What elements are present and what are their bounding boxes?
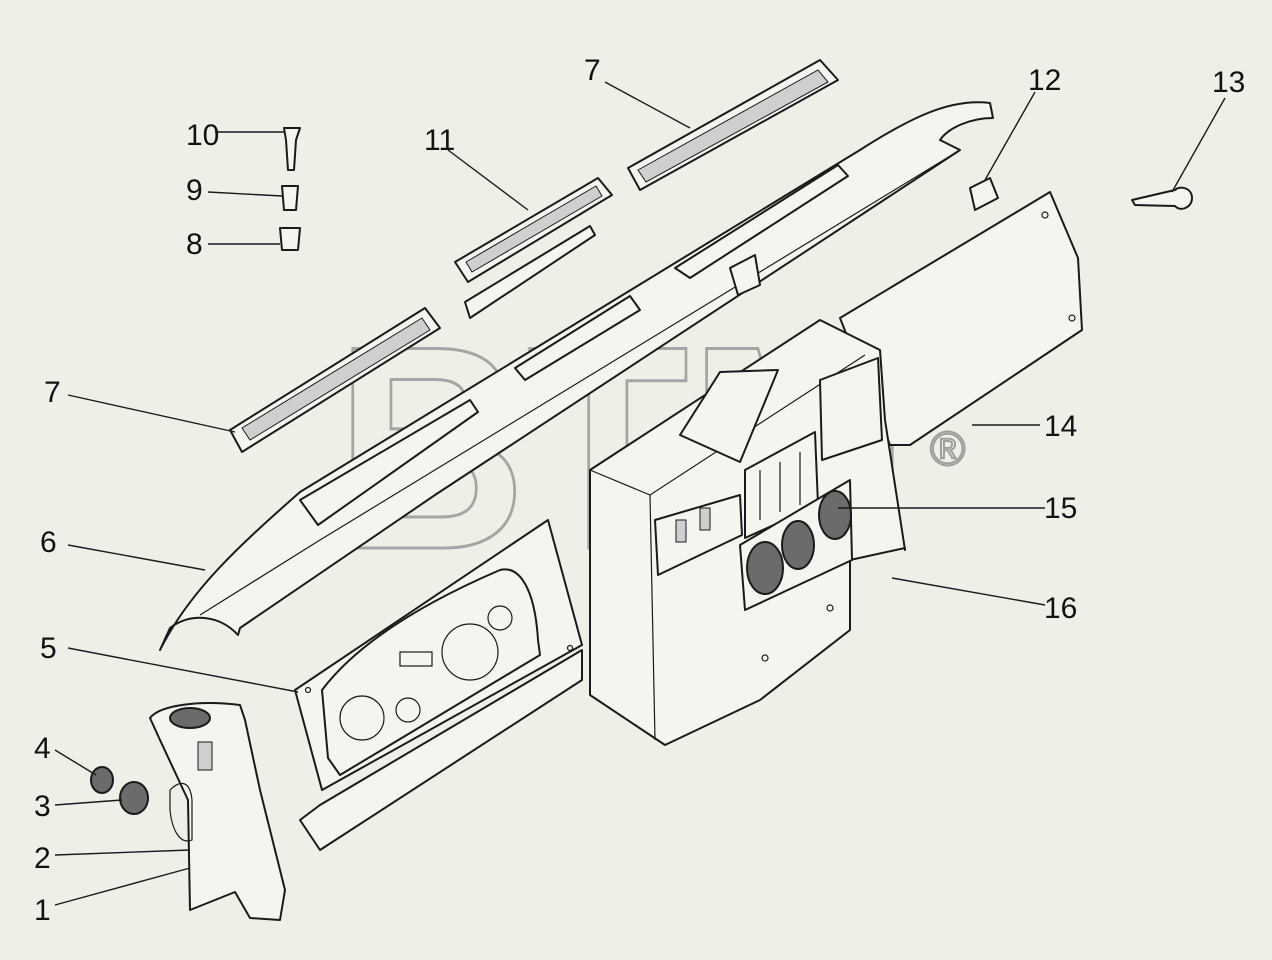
leader-7a <box>67 394 236 433</box>
callout-1: 1 <box>34 894 51 927</box>
part-13-screw <box>1131 186 1193 210</box>
part-1-side-cover <box>149 702 286 921</box>
callout-2: 2 <box>34 842 51 875</box>
leader-9 <box>207 191 283 197</box>
leader-6 <box>67 544 206 571</box>
leader-3 <box>54 799 123 806</box>
callout-9: 9 <box>186 174 203 207</box>
leader-11 <box>447 149 529 211</box>
callout-labels: 1 2 3 4 5 6 7 7 8 9 10 11 12 13 14 15 16 <box>34 54 1245 927</box>
leader-16 <box>891 577 1046 606</box>
callout-8: 8 <box>186 228 203 261</box>
leader-5 <box>67 647 299 693</box>
part-8-clip <box>279 227 301 251</box>
callout-16: 16 <box>1044 592 1077 625</box>
callout-14: 14 <box>1044 410 1077 443</box>
leader-lines <box>54 81 1226 906</box>
callout-6: 6 <box>40 526 57 559</box>
leader-4 <box>54 749 97 776</box>
leader-12 <box>984 91 1036 181</box>
part-16-center-console <box>589 319 906 746</box>
callout-5: 5 <box>40 632 57 665</box>
part-12-clip <box>969 177 999 211</box>
leader-2 <box>54 849 191 856</box>
callout-12: 12 <box>1028 64 1061 97</box>
callout-3: 3 <box>34 790 51 823</box>
part-11-vent-grille <box>454 177 613 319</box>
leader-1 <box>54 867 191 906</box>
callout-4: 4 <box>34 732 51 765</box>
part-7-upper-vent-grille <box>627 59 839 191</box>
callout-7b: 7 <box>584 54 601 87</box>
callout-11: 11 <box>424 124 455 157</box>
part-6-dashboard-top-shell <box>159 101 994 651</box>
callout-13: 13 <box>1212 66 1245 99</box>
callout-10: 10 <box>186 119 219 152</box>
part-9-bushing <box>281 185 299 211</box>
part-5-instrument-panel <box>294 519 583 851</box>
callout-15: 15 <box>1044 492 1077 525</box>
part-4-nut <box>90 766 114 794</box>
part-14-rear-panel <box>839 191 1083 446</box>
part-7-lower-vent-grille <box>229 307 441 453</box>
watermark-registered-mark: ® <box>930 423 965 476</box>
callout-7a: 7 <box>44 376 61 409</box>
part-3-washer <box>119 781 149 815</box>
leader-7b <box>604 81 691 129</box>
part-10-screw <box>283 127 301 171</box>
leader-13 <box>1171 97 1226 193</box>
